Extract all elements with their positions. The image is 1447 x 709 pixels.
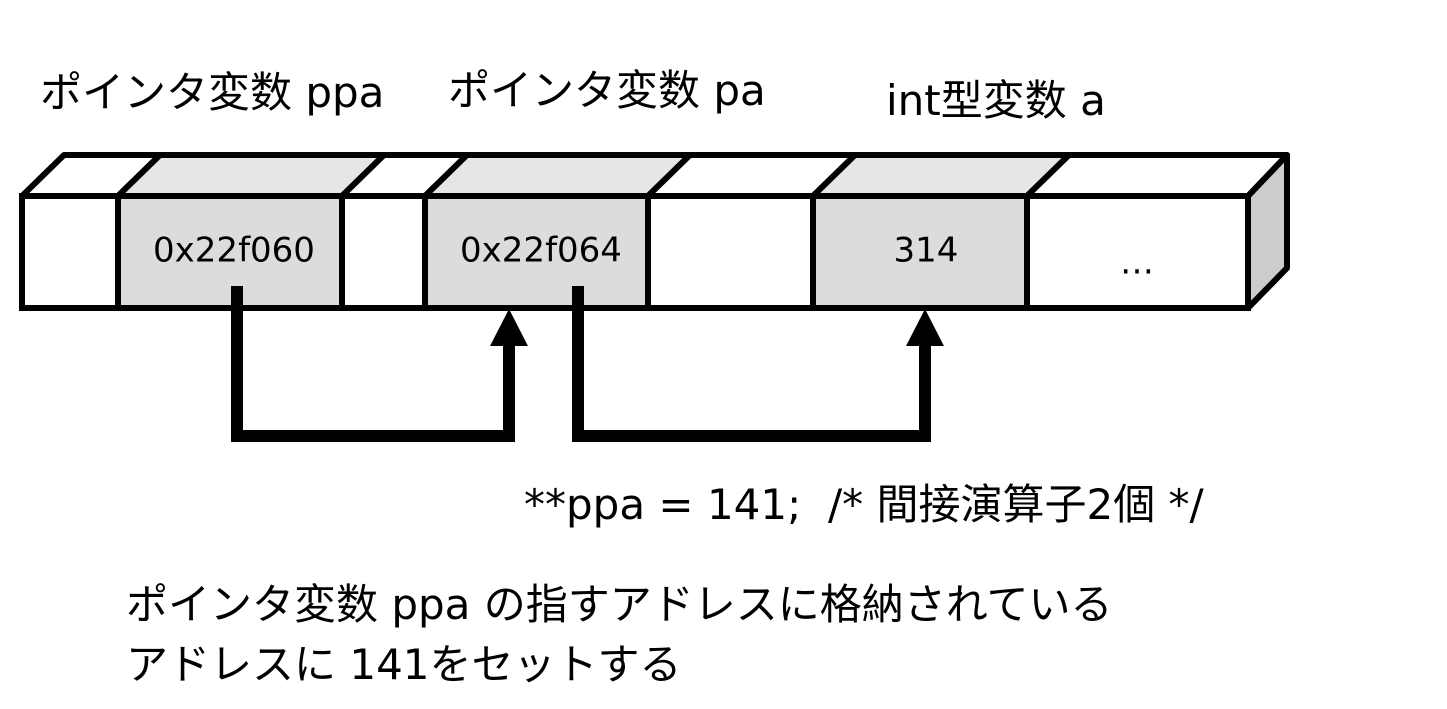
arrowhead-a: [906, 309, 944, 346]
memory-cell-3: [422, 193, 651, 311]
cell-top-6: [1024, 152, 1290, 199]
cell-value-5: 314: [894, 231, 959, 271]
strip-front-faces: [19, 193, 1251, 311]
arrowhead-pa: [490, 309, 528, 346]
explanation-line-2: アドレスに 141をセットする: [126, 640, 682, 689]
memory-cell-0: [19, 193, 121, 311]
memory-cell-5: [810, 193, 1030, 311]
arrow-pa-to-a: [572, 286, 944, 442]
memory-cell-4: [645, 193, 816, 311]
memory-cell-6: [1024, 193, 1251, 311]
label-a: int型変数 a: [886, 76, 1106, 125]
cell-value-6: …: [1120, 243, 1154, 283]
cell-values: 0x22f060 0x22f064 314 …: [153, 231, 1154, 283]
arrow-ppa-to-pa: [231, 286, 528, 442]
cell-value-1: 0x22f060: [153, 231, 315, 271]
memory-cell-1: [115, 193, 345, 311]
label-ppa: ポインタ変数 ppa: [40, 68, 385, 117]
code-line: **ppa = 141; /* 間接演算子2個 */: [524, 480, 1204, 529]
strip-top-faces: [19, 152, 1290, 199]
memory-cell-2: [339, 193, 428, 311]
explanation-line-1: ポインタ変数 ppa の指すアドレスに格納されている: [126, 580, 1113, 629]
cell-value-3: 0x22f064: [460, 231, 622, 271]
label-pa: ポインタ変数 pa: [448, 66, 766, 115]
